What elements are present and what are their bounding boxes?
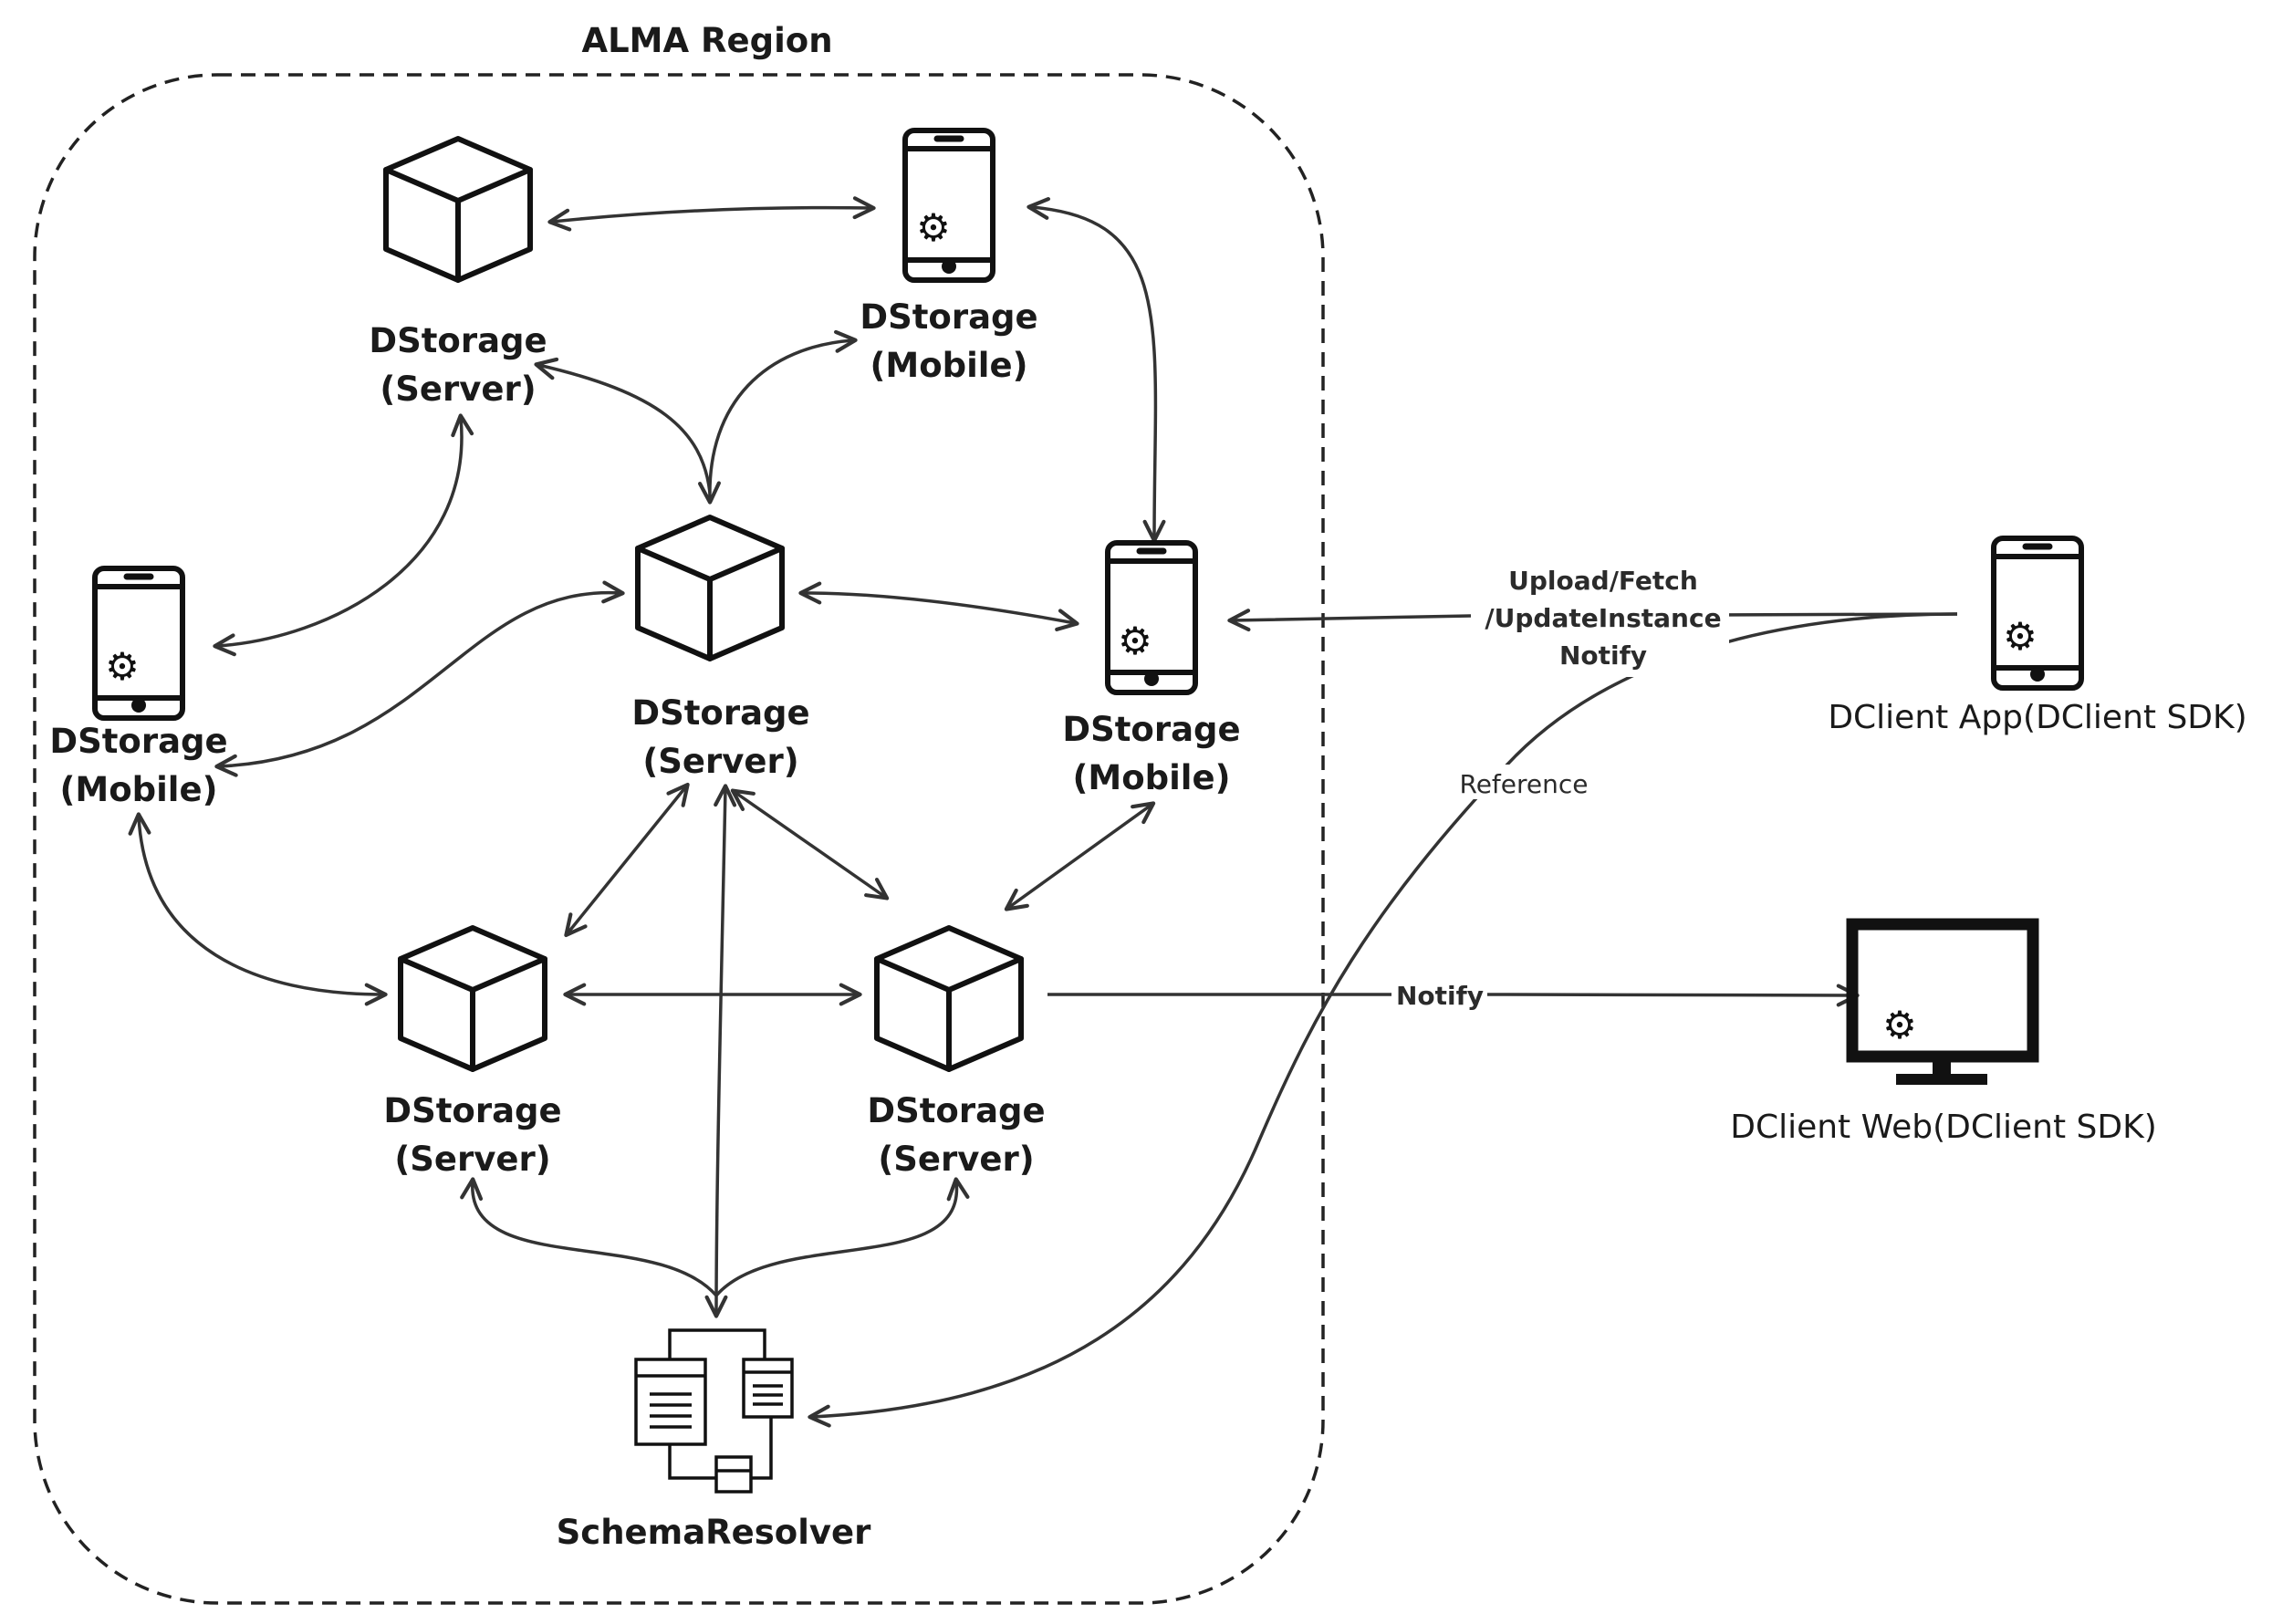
svg-text:DStorage: DStorage xyxy=(49,722,227,761)
svg-text:Upload/Fetch: Upload/Fetch xyxy=(1508,566,1698,596)
node-dstorage-mobile-left: ⚙ DStorage (Mobile) xyxy=(49,568,228,809)
gear-icon: ⚙ xyxy=(1882,1004,1917,1046)
edge-server-center-schema-resolver xyxy=(704,784,737,1318)
node-dstorage-mobile-top: ⚙ DStorage (Mobile) xyxy=(860,130,1038,385)
node-dstorage-server-bottom-right: DStorage (Server) xyxy=(867,928,1046,1179)
svg-text:Reference: Reference xyxy=(1460,769,1589,799)
svg-text:DStorage: DStorage xyxy=(631,693,809,733)
gear-icon: ⚙ xyxy=(2003,615,2038,658)
mobile-phone-icon xyxy=(1994,538,2081,688)
cube-icon xyxy=(401,928,545,1069)
edge-server-bottom-left-schema-resolver xyxy=(460,1177,718,1297)
edge-label-upload: Upload/Fetch /UpdateInstance Notify xyxy=(1474,558,1729,677)
svg-text:DStorage: DStorage xyxy=(383,1091,561,1130)
cube-icon xyxy=(877,928,1021,1069)
node-schema-resolver: SchemaResolver xyxy=(557,1328,871,1552)
edge-server-top-mobile-left xyxy=(213,413,474,657)
region-title: ALMA Region xyxy=(581,21,832,60)
svg-text:(Mobile): (Mobile) xyxy=(1072,758,1230,797)
edge-server-top-server-center xyxy=(534,357,712,494)
edge-notify-web xyxy=(1047,994,1855,995)
svg-text:(Server): (Server) xyxy=(878,1140,1034,1179)
svg-text:/UpdateInstance: /UpdateInstance xyxy=(1485,603,1721,633)
gear-icon: ⚙ xyxy=(1118,619,1152,662)
svg-text:(Mobile): (Mobile) xyxy=(870,346,1027,385)
svg-text:(Mobile): (Mobile) xyxy=(59,770,217,809)
svg-text:DStorage: DStorage xyxy=(867,1091,1045,1130)
mobile-phone-icon xyxy=(905,130,993,280)
edge-server-center-mobile-right xyxy=(798,581,1079,631)
alma-region-boundary xyxy=(33,73,1325,1605)
node-dstorage-server-top: DStorage (Server) xyxy=(369,139,547,409)
edge-mobile-left-server-bottom-left xyxy=(128,812,388,1006)
svg-text:(Server): (Server) xyxy=(642,742,798,781)
edge-mobile-right-server-bottom-right xyxy=(1004,801,1156,911)
component-icon xyxy=(634,1328,794,1494)
svg-text:DClient App(DClient SDK): DClient App(DClient SDK) xyxy=(1828,699,2246,736)
svg-text:DStorage: DStorage xyxy=(860,297,1037,337)
node-dstorage-server-bottom-left: DStorage (Server) xyxy=(383,928,562,1179)
svg-text:DStorage: DStorage xyxy=(369,321,547,360)
edge-label-reference: Reference xyxy=(1455,765,1592,799)
edge-server-center-server-bottom-right xyxy=(730,788,890,900)
svg-text:SchemaResolver: SchemaResolver xyxy=(557,1513,871,1552)
monitor-icon xyxy=(1846,918,2039,1085)
svg-text:Notify: Notify xyxy=(1559,640,1647,671)
mobile-phone-icon xyxy=(95,568,182,718)
svg-text:(Server): (Server) xyxy=(380,370,536,409)
svg-text:Notify: Notify xyxy=(1396,981,1484,1011)
edge-server-center-mobile-left xyxy=(214,580,625,777)
svg-text:DStorage: DStorage xyxy=(1062,710,1240,749)
svg-text:DClient Web(DClient SDK): DClient Web(DClient SDK) xyxy=(1730,1109,2157,1146)
edge-server-top-mobile-top xyxy=(547,196,876,232)
cube-icon xyxy=(638,517,782,659)
edge-server-center-server-bottom-left xyxy=(564,782,690,938)
node-dclient-app: ⚙ DClient App(DClient SDK) xyxy=(1828,538,2247,736)
edge-server-bottom-right-schema-resolver xyxy=(714,1177,970,1297)
cube-icon xyxy=(386,139,530,280)
gear-icon: ⚙ xyxy=(916,206,951,249)
edge-label-notify: Notify xyxy=(1391,976,1487,1013)
gear-icon: ⚙ xyxy=(105,645,140,688)
node-dstorage-mobile-right: ⚙ DStorage (Mobile) xyxy=(1062,543,1241,797)
svg-text:(Server): (Server) xyxy=(394,1140,550,1179)
node-dstorage-server-center: DStorage (Server) xyxy=(631,517,810,781)
node-dclient-web: ⚙ DClient Web(DClient SDK) xyxy=(1730,918,2157,1146)
edge-mobile-top-server-center xyxy=(698,329,858,505)
mobile-phone-icon xyxy=(1108,543,1195,692)
edge-reference xyxy=(808,612,1958,1428)
edge-mobile-top-mobile-right xyxy=(1027,197,1166,543)
